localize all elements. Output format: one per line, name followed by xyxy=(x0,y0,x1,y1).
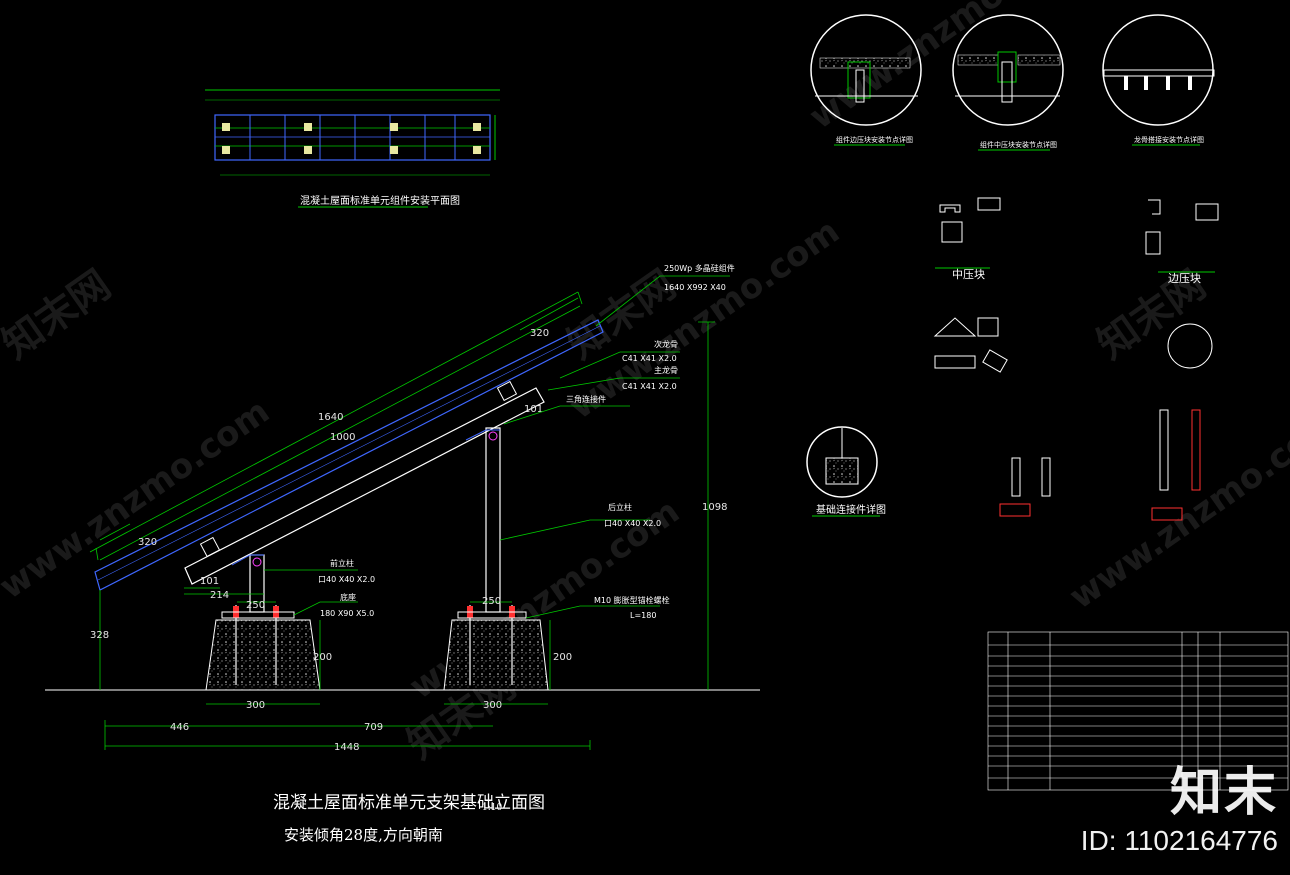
dim-text: 709 xyxy=(364,722,383,733)
left-foundation xyxy=(205,619,321,691)
dim-text: 446 xyxy=(170,722,189,733)
dim-text: 320 xyxy=(530,328,549,339)
detail-2-title: 组件中压块安装节点详图 xyxy=(980,140,1057,149)
dim-text: 1448 xyxy=(334,742,359,753)
dim-text: 200 xyxy=(553,652,572,663)
label-module: 250Wp 多晶硅组件 xyxy=(664,263,735,273)
middle-clamp-label: 中压块 xyxy=(952,268,985,281)
dim-text: 1640 xyxy=(318,412,343,423)
plan-view-title: 混凝土屋面标准单元组件安装平面图 xyxy=(300,194,460,207)
label-anchor-length: L=180 xyxy=(630,611,656,620)
brand-logo: 知末 xyxy=(1169,764,1278,822)
main-view-scale: 1:10 xyxy=(482,803,502,813)
detail-1-title: 组件边压块安装节点详图 xyxy=(836,135,913,144)
watermark-url: www.znzmo.com xyxy=(0,391,277,607)
label-base-plate-spec: 180 X90 X5.0 xyxy=(320,609,374,618)
main-view-title: 混凝土屋面标准单元支架基础立面图 xyxy=(273,793,545,813)
dim-text: 1000 xyxy=(330,432,355,443)
label-anchor-bolt: M10 膨胀型锚栓螺栓 xyxy=(594,595,670,605)
dim-text: 320 xyxy=(138,537,157,548)
dim-text: 328 xyxy=(90,630,109,641)
watermark-url: www.znzmo.com xyxy=(802,0,1087,137)
detail-circles: 组件边压块安装节点详图 组件中压块安装节点详图 龙骨搭接安装节点详图 xyxy=(810,14,1215,151)
dim-text: 101 xyxy=(524,404,543,415)
label-base-plate: 底座 xyxy=(340,592,356,602)
label-secondary-beam: 次龙骨 xyxy=(654,339,678,349)
brand-id: ID: 1102164776 xyxy=(1080,825,1278,856)
label-triangle-connector: 三角连接件 xyxy=(566,394,606,404)
dim-text: 300 xyxy=(483,700,502,711)
label-front-post-spec: 口40 X40 X2.0 xyxy=(318,575,375,584)
dim-text: 250 xyxy=(246,600,265,611)
label-rear-post-spec: 口40 X40 X2.0 xyxy=(604,519,661,528)
foundation-detail: 基础连接件详图 xyxy=(806,409,1201,521)
pv-module xyxy=(94,319,604,591)
label-rear-post: 后立柱 xyxy=(608,502,632,512)
label-module-size: 1640 X992 X40 xyxy=(664,283,726,292)
right-foundation xyxy=(443,619,549,691)
dim-text: 1098 xyxy=(702,502,727,513)
foundation-detail-title: 基础连接件详图 xyxy=(816,503,886,516)
watermark-brand: 知末网 xyxy=(0,262,119,369)
brand-watermark: 知末 ID: 1102164776 xyxy=(1081,767,1278,857)
detail-3-title: 龙骨搭接安装节点详图 xyxy=(1134,135,1204,144)
main-rail xyxy=(184,387,545,585)
watermark-url: www.znzmo.com xyxy=(1062,401,1290,617)
label-front-post: 前立柱 xyxy=(330,558,354,568)
label-main-beam: 主龙骨 xyxy=(654,365,678,375)
dim-text: 250 xyxy=(482,596,501,607)
rear-post xyxy=(485,427,501,613)
dim-text: 214 xyxy=(210,590,229,601)
dim-text: 101 xyxy=(200,576,219,587)
edge-clamp-label: 边压块 xyxy=(1168,272,1201,285)
dim-text: 200 xyxy=(313,652,332,663)
parts-table xyxy=(987,631,1289,791)
label-secondary-beam-spec: C41 X41 X2.0 xyxy=(622,354,677,363)
label-main-beam-spec: C41 X41 X2.0 xyxy=(622,382,677,391)
elevation-view: 320 1640 1000 320 101 101 214 250 250 10… xyxy=(45,263,760,844)
dim-text: 300 xyxy=(246,700,265,711)
plan-view: 混凝土屋面标准单元组件安装平面图 xyxy=(205,89,500,208)
clamp-details: 中压块 边压块 xyxy=(933,197,1219,373)
main-view-subtitle: 安装倾角28度,方向朝南 xyxy=(284,826,443,844)
